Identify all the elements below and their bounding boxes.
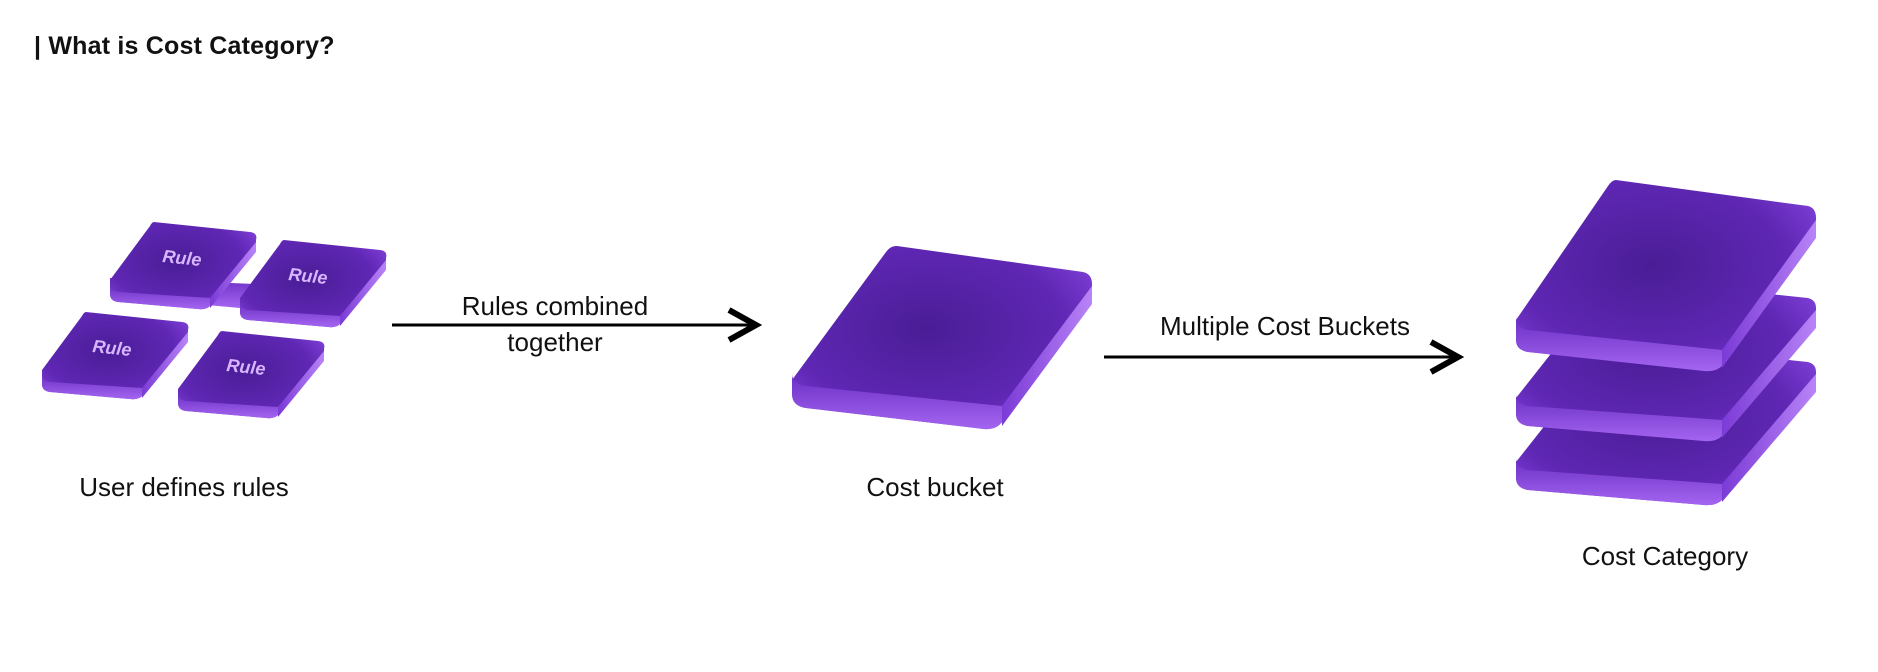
cost-category-stack — [1516, 180, 1816, 506]
rule-tiles-group: Rule Rule Rule Rule — [42, 222, 387, 419]
connector-label-rules-combined: Rules combined together — [440, 288, 670, 360]
rule-tile: Rule — [178, 331, 325, 419]
rule-tile: Rule — [42, 312, 189, 400]
rule-tile: Rule — [110, 222, 257, 310]
rule-tile: Rule — [240, 240, 387, 328]
diagram-heading: | What is Cost Category? — [34, 32, 335, 60]
connector-label-multiple-buckets: Multiple Cost Buckets — [1160, 311, 1410, 341]
stage-label-user-defines-rules: User defines rules — [79, 472, 289, 502]
rule-tile-label: Rule — [162, 246, 203, 270]
cost-bucket-block — [792, 246, 1092, 430]
stage-label-cost-category: Cost Category — [1581, 541, 1749, 571]
rule-tile-label: Rule — [288, 264, 329, 288]
connector-label-line2: together — [507, 327, 603, 357]
stage-label-cost-bucket: Cost bucket — [866, 472, 1004, 502]
stack-layer-top — [1516, 180, 1816, 372]
rule-tile-label: Rule — [92, 336, 133, 360]
rule-tile-label: Rule — [226, 355, 267, 379]
connector-label-line1: Rules combined — [461, 291, 649, 321]
